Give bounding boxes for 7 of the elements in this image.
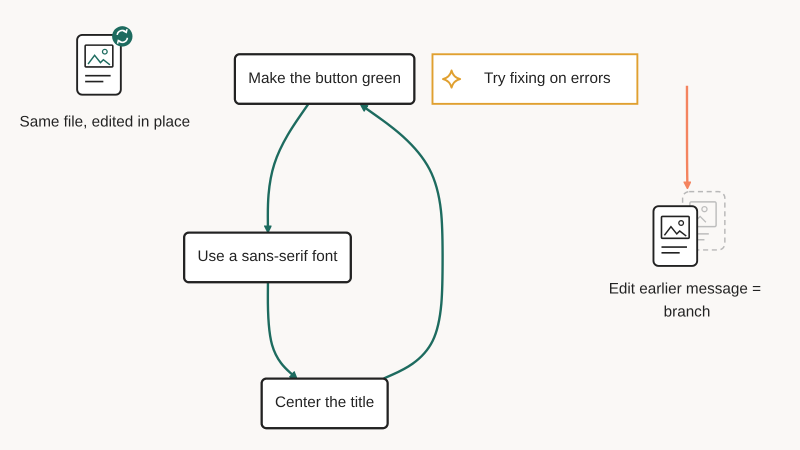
arrow bbox=[683, 86, 692, 190]
node-box: Try fixing on errors bbox=[432, 53, 638, 105]
arrow bbox=[264, 104, 310, 234]
arrow bbox=[266, 282, 298, 380]
node-label: Same file, edited in place bbox=[20, 114, 190, 131]
arrow bbox=[360, 104, 444, 380]
node-label: Edit earlier message = branch bbox=[608, 281, 761, 320]
